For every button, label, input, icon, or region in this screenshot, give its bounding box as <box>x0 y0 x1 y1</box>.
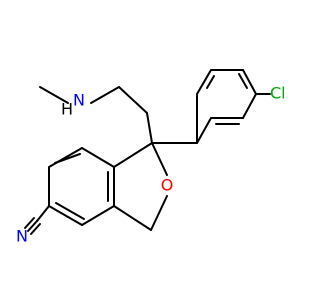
bond-cn-triple-3 <box>30 223 41 235</box>
phenyl-inner-3 <box>206 75 215 89</box>
bond-c1-o <box>151 142 168 176</box>
molecule-diagram: N H O Cl N <box>16 69 286 246</box>
phenyl-bond-6 <box>196 69 212 95</box>
ring-oxygen-label: O <box>161 176 174 195</box>
structure-canvas: N H O Cl N <box>16 69 286 246</box>
bond-cn-triple-2 <box>24 217 35 229</box>
bond-ar-cn <box>36 205 50 222</box>
benzo-bond-6 <box>81 147 115 168</box>
benzo-inner-3 <box>54 153 81 164</box>
phenyl-bond-3 <box>242 93 257 119</box>
chlorine-label: Cl <box>270 84 286 103</box>
benzo-bond-5 <box>48 147 83 168</box>
bond-cn-triple-1 <box>27 220 38 232</box>
nitrile-nitrogen-label: N <box>16 227 28 246</box>
benzo-bond-3 <box>48 205 83 226</box>
bond-c3-ar <box>113 205 152 231</box>
benzo-bond-2 <box>81 205 115 226</box>
phenyl-inner-2 <box>238 73 248 89</box>
bond-methyl-n <box>39 86 69 104</box>
bond-n-ch2 <box>90 86 120 104</box>
bond-o-c3 <box>150 195 168 231</box>
bond-c1-ar <box>113 142 153 168</box>
benzo-inner-2 <box>55 202 85 220</box>
bond-chain-2 <box>146 112 153 144</box>
amine-nitrogen-label: N <box>73 91 85 110</box>
amine-hydrogen-label: H <box>61 100 73 119</box>
phenyl-bond-4 <box>242 69 257 95</box>
bond-chain-1 <box>118 86 148 114</box>
phenyl-bond-1 <box>196 117 212 144</box>
